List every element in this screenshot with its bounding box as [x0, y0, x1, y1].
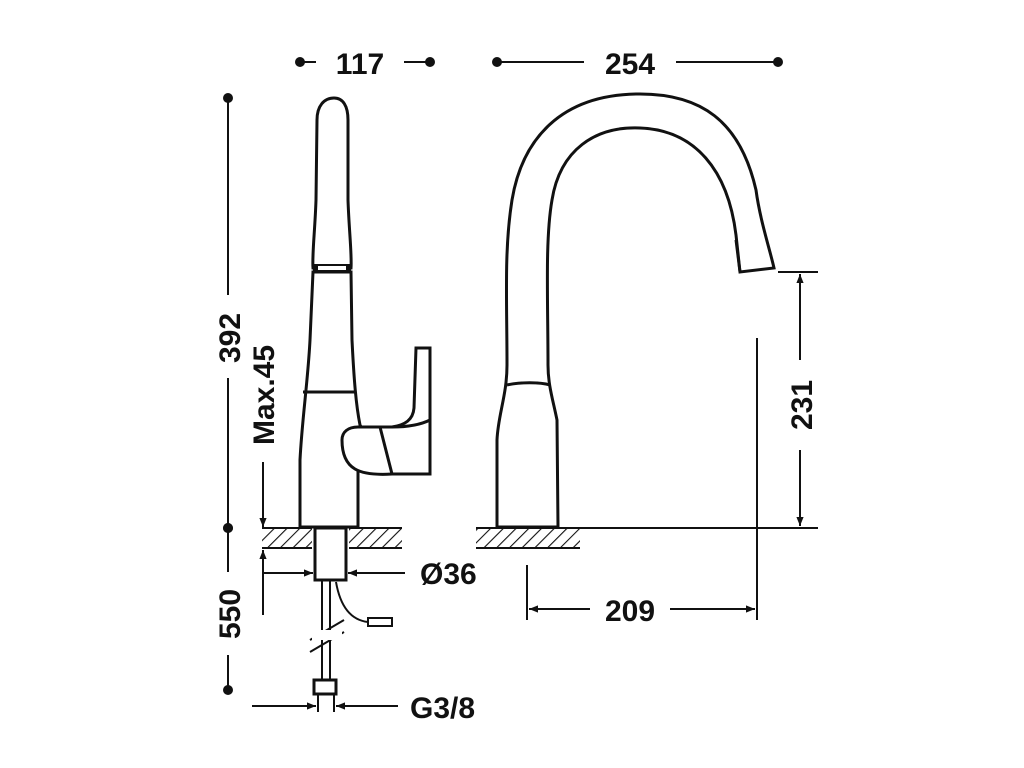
dimension-spout-height: 231: [778, 271, 819, 526]
faucet-side-view: [298, 96, 432, 712]
countertop-right: [476, 527, 818, 549]
spray-head: [311, 96, 353, 270]
dimension-label-231: 231: [786, 380, 819, 430]
dimension-body-diameter: Ø36: [264, 558, 477, 591]
dimension-label-254: 254: [605, 48, 655, 81]
gooseneck-spout: [495, 92, 776, 529]
dimension-label-117: 117: [336, 48, 384, 81]
dimension-label-max45: Max.45: [248, 345, 281, 445]
dimension-label-550: 550: [214, 589, 247, 639]
connection-fitting: [312, 678, 338, 696]
dimension-label-392: 392: [214, 313, 247, 363]
dimension-label-d36: Ø36: [420, 558, 477, 591]
dimension-label-g38: G3/8: [410, 692, 475, 725]
dimension-width-front: 254: [492, 48, 783, 81]
faucet-body-side: [298, 270, 374, 529]
dimension-hose-length: 550: [214, 523, 247, 695]
dimension-label-209: 209: [605, 595, 655, 628]
dimension-counter-thickness: Max.45: [248, 345, 281, 615]
cable-connector: [367, 617, 393, 627]
dimension-width-side: 117: [295, 48, 435, 81]
mounting-shank: [313, 526, 348, 582]
faucet-front-view: [495, 92, 776, 529]
dimension-connection-thread: G3/8: [252, 692, 475, 725]
dimension-height-total: 392: [214, 93, 247, 533]
dimension-spout-reach: 209: [526, 338, 758, 628]
